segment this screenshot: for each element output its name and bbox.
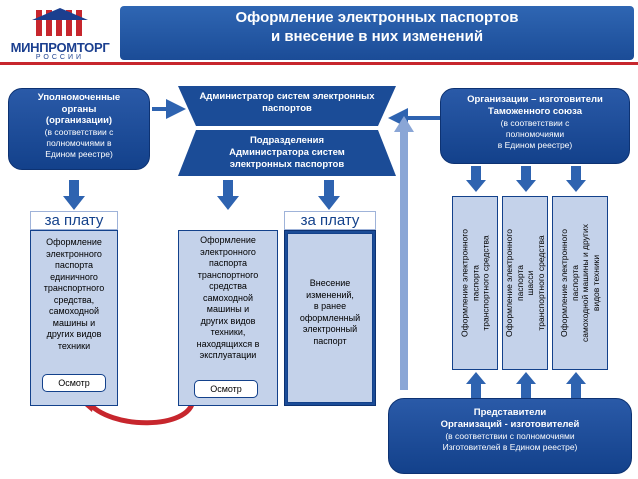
representatives-note-1: (в соответствии с полномочиями: [445, 431, 575, 441]
manufacturer-representatives-box: Представители Организаций - изготовителе…: [388, 398, 632, 474]
vehicle-passport-vertical-line: паспорта: [469, 265, 480, 301]
representatives-title-2: Организаций - изготовителей: [440, 419, 580, 430]
authorized-bodies-title-3: (организации): [45, 115, 113, 126]
down-arrow-col1: [63, 180, 85, 210]
representatives-title-1: Представители: [473, 407, 547, 418]
subdivisions-line2: Администратора систем: [229, 147, 345, 158]
single-vehicle-passport-line: техники: [57, 340, 91, 351]
single-vehicle-passport-line: других видов: [46, 329, 102, 339]
machine-passport-vertical-line: паспорта: [569, 265, 580, 301]
single-vehicle-passport-line: транспортного: [43, 283, 105, 293]
inspection-button-1[interactable]: Осмотр: [42, 374, 106, 392]
chassis-passport-vertical-line: транспортного средства: [535, 235, 546, 331]
manufacturers-note-2: полномочиями: [505, 129, 565, 139]
in-service-vehicle-passport-line: техники,: [210, 327, 246, 337]
passport-changes-line: в ранее: [313, 301, 347, 311]
in-service-vehicle-passport-line: находящихся в: [196, 338, 260, 349]
up-arrow-vert2: [516, 372, 536, 398]
authorized-bodies-note-3: Едином реестре): [45, 148, 113, 159]
subdivisions-box: Подразделения Администратора систем элек…: [178, 135, 396, 171]
page-title-line2: и внесение в них изменений: [270, 28, 484, 45]
page-title-line1: Оформление электронных паспортов: [235, 9, 519, 26]
single-vehicle-passport-line: единичного: [50, 271, 98, 282]
passport-changes-line: Внесение: [309, 278, 351, 288]
passport-changes-line: электронный: [302, 324, 358, 334]
machine-passport-vertical-line: видов техники: [590, 254, 601, 312]
subdivisions-line3: электронных паспортов: [229, 159, 345, 170]
fee-label-2: за плату: [284, 211, 376, 230]
authorized-bodies-box: Уполномоченные органы (организации) (в с…: [8, 88, 150, 170]
vehicle-passport-vertical-line: транспортного средства: [480, 235, 491, 331]
up-arrow-vert3: [566, 372, 586, 398]
logo-text: МИНПРОМТОРГ: [10, 40, 110, 55]
admin-box: Администратор систем электронных паспорт…: [178, 91, 396, 115]
in-service-vehicle-passport-line: эксплуатации: [199, 350, 257, 360]
chassis-passport-vertical-line: шасси: [525, 270, 535, 296]
single-vehicle-passport-line: машины и: [52, 317, 96, 328]
authorized-bodies-title-2: органы: [61, 103, 97, 115]
down-arrow-vert3: [566, 166, 586, 192]
in-service-vehicle-passport-line: паспорта: [208, 258, 248, 268]
down-arrow-vert2: [516, 166, 536, 192]
single-vehicle-passport-line: паспорта: [54, 260, 94, 270]
manufacturers-note-1: (в соответствии с: [500, 118, 570, 128]
ministry-logo-icon: [32, 8, 88, 36]
admin-box-shape: [178, 86, 396, 126]
in-service-vehicle-passport-line: самоходной: [202, 292, 254, 303]
up-arrow-vert1: [466, 372, 486, 398]
manufacturers-note-3: в Едином реестре): [497, 140, 573, 150]
vehicle-passport-vertical-line: Оформление электронного: [459, 229, 470, 337]
passport-changes-line: оформленный: [299, 312, 361, 323]
in-service-vehicle-passport-line: средства: [209, 281, 247, 291]
fee-label-1: за плату: [30, 211, 118, 230]
header-divider: [0, 62, 638, 65]
passport-changes-line: изменений,: [306, 289, 354, 300]
inspection-button-2[interactable]: Осмотр: [194, 380, 258, 398]
page-title: Оформление электронных паспортов и внесе…: [120, 8, 634, 46]
authorized-bodies-note-2: полномочиями в: [46, 137, 112, 148]
subdivisions-line1: Подразделения: [249, 135, 325, 146]
osmotr-return-arrow: [86, 399, 196, 426]
in-service-vehicle-passport-line: транспортного: [197, 269, 259, 280]
header-bar: [120, 6, 634, 60]
single-vehicle-passport-line: средства,: [53, 294, 95, 305]
single-vehicle-passport-line: самоходной: [48, 306, 100, 316]
down-arrow-col2: [217, 180, 239, 210]
machine-passport-vertical-line: самоходной машины и других: [580, 224, 590, 342]
admin-box-line2: паспортов: [262, 103, 312, 114]
single-vehicle-passport-line: электронного: [46, 248, 102, 259]
representatives-note-2: Изготовителей в Едином реестре): [442, 442, 578, 452]
authorized-bodies-note-1: (в соответствии с: [44, 126, 114, 137]
logo-subtitle: РОССИИ: [35, 54, 85, 61]
in-service-vehicle-passport-line: других видов: [200, 315, 256, 326]
chassis-passport-vertical-line: Оформление электронного: [504, 229, 514, 337]
chassis-passport-vertical-line: паспорта: [514, 265, 525, 301]
manufacturers-title-1: Организации – изготовители: [467, 94, 603, 105]
manufacturers-title-2: Таможенного союза: [488, 106, 582, 117]
authorized-bodies-title-1: Уполномоченные: [37, 92, 121, 103]
in-service-vehicle-passport-line: Оформление: [200, 235, 256, 245]
in-service-vehicle-passport-line: электронного: [200, 246, 256, 257]
in-service-vehicle-passport-line: машины и: [206, 304, 250, 314]
manufacturers-box: Организации – изготовители Таможенного с…: [440, 88, 630, 164]
admin-box-line1: Администратор систем электронных: [199, 91, 375, 102]
machine-passport-vertical-line: Оформление электронного: [559, 229, 569, 337]
passport-changes-line: паспорт: [313, 335, 347, 346]
single-vehicle-passport-line: Оформление: [46, 237, 102, 247]
down-arrow-vert1: [466, 166, 486, 192]
subdivisions-box-shape: [178, 130, 396, 176]
down-arrow-col3: [318, 180, 340, 210]
